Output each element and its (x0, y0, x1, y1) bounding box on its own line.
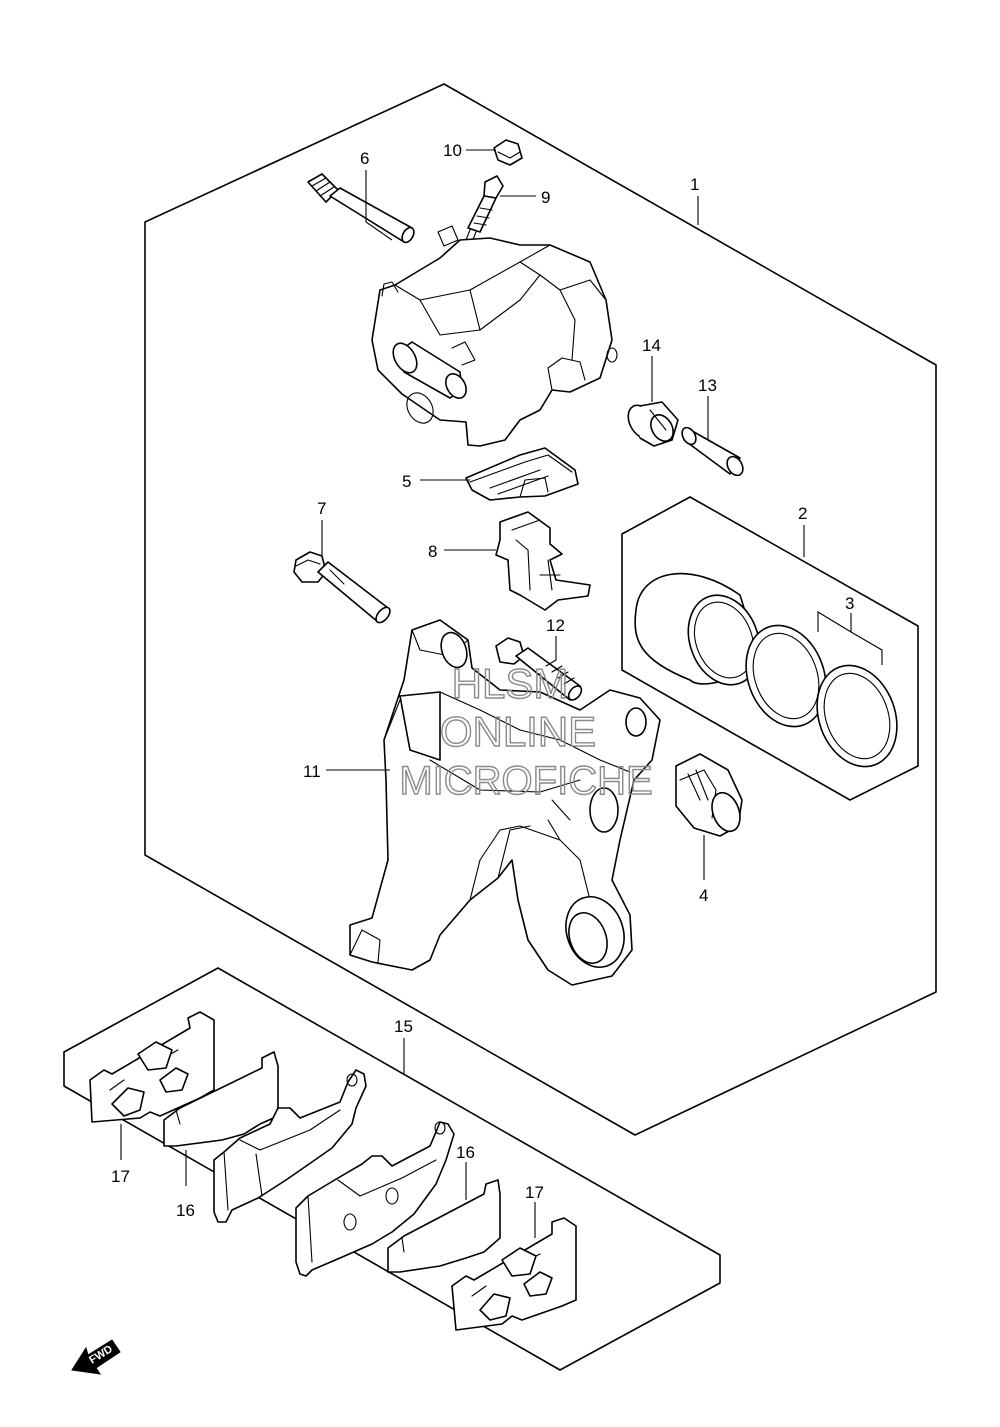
caliper-body[interactable] (371, 225, 618, 447)
callout-3: 3 (845, 594, 854, 613)
caliper-assembly-outline (144, 83, 937, 1136)
callout-1: 1 (690, 175, 699, 194)
callout-5: 5 (402, 472, 411, 491)
callout-16-right: 16 (456, 1143, 475, 1162)
callout-15: 15 (394, 1017, 413, 1036)
pad-spring[interactable] (465, 447, 579, 501)
watermark: HLSM ONLINE MICROFICHE (399, 659, 654, 803)
callout-4: 4 (699, 886, 708, 905)
watermark-line-2: ONLINE (440, 708, 596, 755)
piston-kit-outline (621, 496, 919, 801)
callout-6: 6 (360, 149, 369, 168)
bleeder-valve[interactable] (465, 175, 504, 243)
bleeder-cap[interactable] (493, 139, 523, 166)
piston[interactable] (634, 572, 772, 695)
callout-2: 2 (798, 504, 807, 523)
slide-pin[interactable] (307, 173, 416, 244)
callout-12: 12 (546, 616, 565, 635)
brake-pad-right[interactable] (295, 1121, 455, 1277)
bracket-bolt[interactable] (495, 637, 584, 702)
piston-seal-1[interactable] (733, 614, 840, 738)
pin-boot-lower[interactable] (675, 753, 745, 837)
pad-plate-right[interactable] (387, 1179, 501, 1273)
watermark-line-3: MICROFICHE (399, 759, 652, 803)
callout-16-left: 16 (176, 1201, 195, 1220)
leader-lines (120, 149, 883, 1238)
fwd-direction-arrow: FWD (71, 1339, 121, 1375)
piston-seal-2[interactable] (804, 654, 911, 778)
pad-set-outline (63, 967, 721, 1371)
watermark-line-1: HLSM (452, 660, 569, 707)
brake-pad-left[interactable] (213, 1069, 367, 1223)
callout-17-left: 17 (111, 1167, 130, 1186)
pad-retainer[interactable] (495, 511, 591, 611)
callout-14: 14 (642, 336, 661, 355)
callout-17-right: 17 (525, 1183, 544, 1202)
sleeve[interactable] (679, 425, 746, 478)
pin-boot-upper[interactable] (623, 400, 679, 447)
caliper-bracket[interactable] (349, 619, 661, 986)
callout-9: 9 (541, 188, 550, 207)
callout-10: 10 (443, 141, 462, 160)
callout-11: 11 (303, 762, 321, 781)
pad-shim-right[interactable] (451, 1217, 577, 1331)
callout-13: 13 (698, 376, 717, 395)
pad-shim-left[interactable] (89, 1011, 215, 1123)
mounting-bolt[interactable] (293, 551, 393, 625)
callout-8: 8 (428, 542, 437, 561)
callout-7: 7 (317, 499, 326, 518)
